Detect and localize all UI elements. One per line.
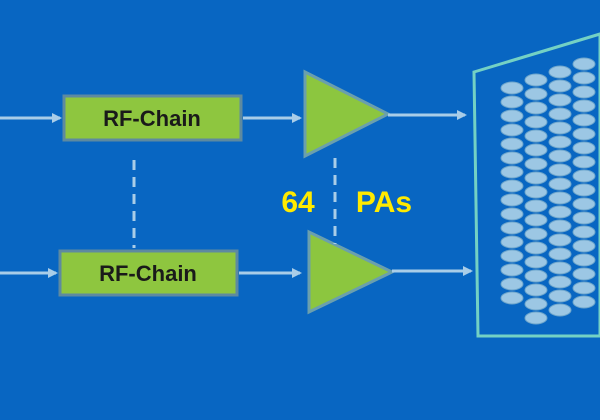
antenna-element-icon bbox=[548, 219, 572, 233]
antenna-element-icon bbox=[572, 127, 596, 141]
antenna-element-icon bbox=[500, 179, 524, 193]
antenna-element-icon bbox=[500, 291, 524, 305]
antenna-element-icon bbox=[572, 141, 596, 155]
antenna-element-icon bbox=[572, 281, 596, 295]
antenna-element-icon bbox=[548, 149, 572, 163]
antenna-element-icon bbox=[500, 137, 524, 151]
antenna-element-icon bbox=[572, 57, 596, 71]
antenna-element-icon bbox=[524, 199, 548, 213]
antenna-element-icon bbox=[548, 191, 572, 205]
antenna-element-icon bbox=[548, 261, 572, 275]
antenna-array-elements bbox=[500, 57, 596, 325]
antenna-element-icon bbox=[548, 93, 572, 107]
antenna-element-icon bbox=[524, 241, 548, 255]
antenna-element-icon bbox=[500, 123, 524, 137]
antenna-element-icon bbox=[572, 239, 596, 253]
antenna-element-icon bbox=[572, 253, 596, 267]
amplifier-icon-top bbox=[303, 69, 392, 159]
pa-unit-label: PAs bbox=[356, 186, 412, 219]
antenna-element-icon bbox=[524, 87, 548, 101]
antenna-element-icon bbox=[524, 213, 548, 227]
antenna-element-icon bbox=[500, 207, 524, 221]
pa-count-label: 64 bbox=[281, 186, 315, 219]
rf-chain-block-top bbox=[62, 94, 243, 142]
antenna-element-icon bbox=[572, 183, 596, 197]
antenna-element-icon bbox=[524, 143, 548, 157]
antenna-element-icon bbox=[524, 73, 548, 87]
antenna-element-icon bbox=[500, 277, 524, 291]
antenna-element-icon bbox=[548, 107, 572, 121]
antenna-element-icon bbox=[548, 163, 572, 177]
antenna-element-icon bbox=[500, 165, 524, 179]
antenna-element-icon bbox=[500, 235, 524, 249]
rf-chain-block-bottom bbox=[58, 249, 239, 297]
antenna-element-icon bbox=[548, 205, 572, 219]
antenna-element-icon bbox=[548, 65, 572, 79]
antenna-element-icon bbox=[548, 303, 572, 317]
antenna-element-icon bbox=[524, 283, 548, 297]
antenna-element-icon bbox=[572, 169, 596, 183]
antenna-element-icon bbox=[572, 197, 596, 211]
antenna-element-icon bbox=[572, 295, 596, 309]
antenna-element-icon bbox=[548, 79, 572, 93]
antenna-element-icon bbox=[500, 109, 524, 123]
antenna-element-icon bbox=[548, 177, 572, 191]
antenna-element-icon bbox=[524, 115, 548, 129]
amplifier-icon-bottom bbox=[307, 229, 396, 315]
antenna-element-icon bbox=[500, 221, 524, 235]
antenna-element-icon bbox=[572, 225, 596, 239]
antenna-element-icon bbox=[500, 95, 524, 109]
antenna-element-icon bbox=[548, 121, 572, 135]
antenna-element-icon bbox=[572, 113, 596, 127]
antenna-element-icon bbox=[524, 157, 548, 171]
antenna-element-icon bbox=[572, 267, 596, 281]
antenna-element-icon bbox=[500, 193, 524, 207]
rf-chain-label-top: RF-Chain bbox=[103, 106, 201, 131]
antenna-element-icon bbox=[524, 311, 548, 325]
antenna-element-icon bbox=[572, 71, 596, 85]
antenna-element-icon bbox=[524, 227, 548, 241]
antenna-element-icon bbox=[572, 99, 596, 113]
antenna-element-icon bbox=[500, 249, 524, 263]
antenna-element-icon bbox=[524, 129, 548, 143]
antenna-element-icon bbox=[548, 247, 572, 261]
antenna-element-icon bbox=[524, 171, 548, 185]
antenna-element-icon bbox=[524, 269, 548, 283]
antenna-element-icon bbox=[548, 135, 572, 149]
antenna-element-icon bbox=[524, 255, 548, 269]
antenna-element-icon bbox=[524, 185, 548, 199]
antenna-element-icon bbox=[548, 233, 572, 247]
antenna-element-icon bbox=[500, 151, 524, 165]
rf-chain-label-bottom: RF-Chain bbox=[99, 261, 197, 286]
antenna-element-icon bbox=[524, 101, 548, 115]
antenna-element-icon bbox=[572, 155, 596, 169]
antenna-element-icon bbox=[500, 81, 524, 95]
antenna-element-icon bbox=[548, 289, 572, 303]
antenna-element-icon bbox=[548, 275, 572, 289]
antenna-element-icon bbox=[524, 297, 548, 311]
antenna-element-icon bbox=[500, 263, 524, 277]
antenna-element-icon bbox=[572, 85, 596, 99]
antenna-element-icon bbox=[572, 211, 596, 225]
